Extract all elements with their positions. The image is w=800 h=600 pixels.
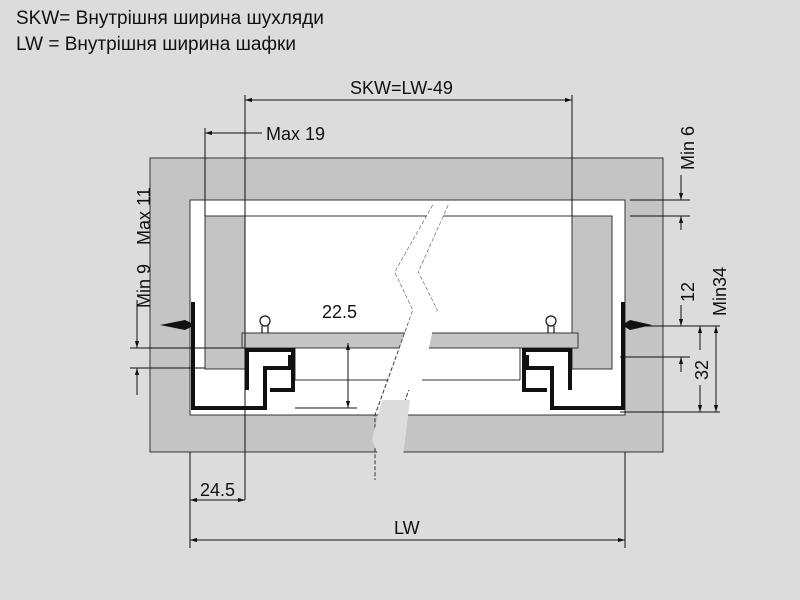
dimension-lines bbox=[130, 95, 720, 548]
label-12: 12 bbox=[678, 282, 698, 302]
label-min6: Min 6 bbox=[678, 126, 698, 170]
label-min34: Min34 bbox=[710, 267, 730, 316]
left-screw-icon bbox=[160, 320, 195, 330]
label-max19: Max 19 bbox=[266, 124, 325, 144]
left-rail bbox=[191, 302, 295, 410]
right-rail bbox=[522, 302, 625, 410]
break-line bbox=[372, 204, 449, 481]
label-skw: SKW=LW-49 bbox=[350, 78, 453, 98]
legend-lw: LW = Внутрішня ширина шафки bbox=[16, 34, 296, 55]
right-screw-icon bbox=[622, 320, 652, 330]
label-lw: LW bbox=[394, 518, 420, 538]
label-24-5: 24.5 bbox=[200, 480, 235, 500]
label-min9: Min 9 bbox=[134, 264, 154, 308]
label-32: 32 bbox=[692, 360, 712, 380]
label-22-5: 22.5 bbox=[322, 302, 357, 322]
label-max11: Max 11 bbox=[134, 187, 154, 245]
legend-skw: SKW= Внутрішня ширина шухляди bbox=[16, 8, 324, 29]
